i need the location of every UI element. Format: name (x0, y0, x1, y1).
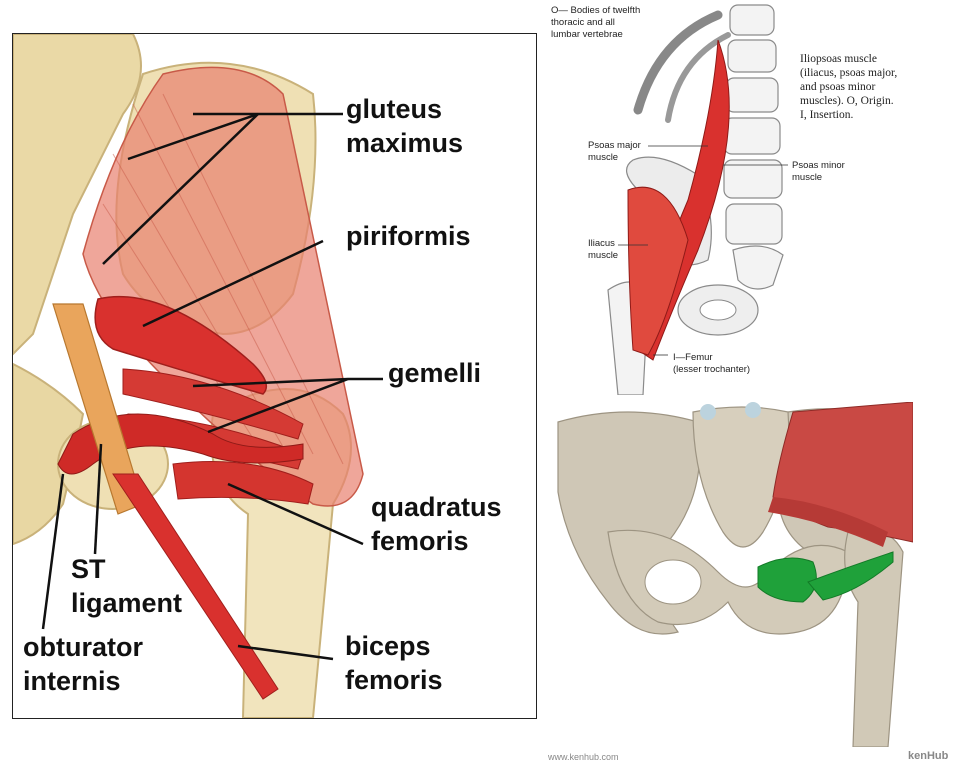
label-gluteus-maximus: gluteus maximus (346, 94, 464, 158)
label-quadratus-femoris: quadratus femoris (371, 492, 502, 556)
label-piriformis: piriformis (346, 221, 471, 251)
iliopsoas-diagram: O— Bodies of twelfth thoracic and all lu… (548, 0, 953, 395)
label-iliacus: Iliacus muscle (588, 238, 619, 261)
kenhub-source-url: www.kenhub.com (548, 752, 619, 762)
label-psoas-major: Psoas major muscle (588, 140, 641, 163)
label-obturator-internis: obturator internis (23, 632, 143, 696)
label-origin: O— Bodies of twelfth thoracic and all lu… (551, 5, 641, 40)
label-femur: I—Femur (lesser trochanter) (673, 352, 751, 375)
iliopsoas-illustration (607, 4, 788, 395)
pelvis-render (548, 402, 913, 747)
posterior-hip-illustration (13, 34, 383, 718)
label-gemelli: gemelli (388, 358, 482, 388)
label-psoas-minor: Psoas minor muscle (792, 160, 845, 183)
label-st-ligament: ST ligament (71, 554, 183, 618)
kenhub-watermark: kenHub (908, 750, 949, 762)
label-biceps-femoris: biceps femoris (345, 631, 443, 695)
iliopsoas-caption: Iliopsoas muscle (iliacus, psoas major, … (800, 53, 898, 121)
pelvis-illustration (548, 402, 913, 747)
posterior-hip-diagram: gluteus maximus piriformis gemelli quadr… (12, 33, 537, 719)
